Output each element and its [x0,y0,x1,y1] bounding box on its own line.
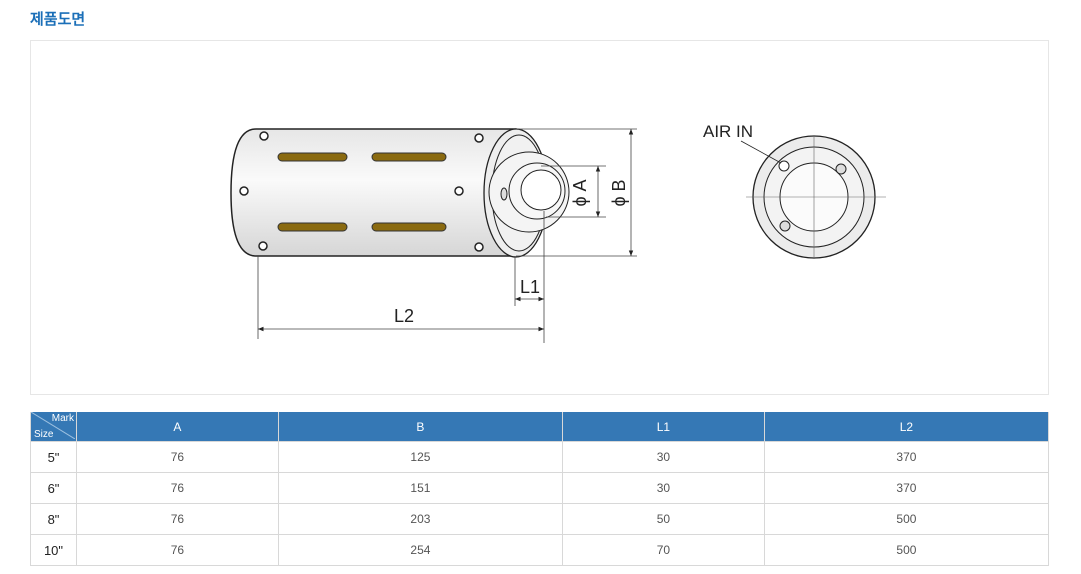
phi-a-label: ϕ A [570,179,590,206]
size-cell: 10" [30,534,77,566]
cell-b: 125 [277,441,563,473]
header-b: B [277,412,563,442]
corner-header: Mark Size [30,412,77,442]
table-row: 8" 76 203 50 500 [30,503,1050,535]
cell-l2: 370 [763,441,1050,473]
cell-a: 76 [76,472,279,504]
cell-l1: 50 [561,503,765,535]
header-a: A [76,412,279,442]
technical-drawing: AIR IN ϕ A ϕ B L1 L2 [230,122,886,343]
holes [239,131,484,252]
table-header-row: Mark Size A B L1 L2 [30,412,1050,442]
size-cell: 8" [30,503,77,535]
section-title: 제품도면 [30,11,86,28]
cell-l2: 370 [763,472,1050,504]
table-row: 6" 76 151 30 370 [30,472,1050,504]
size-cell: 5" [30,441,77,473]
cell-l1: 70 [561,534,765,566]
bore [520,169,562,211]
table-row: 10" 76 254 70 500 [30,534,1050,566]
table-row: 5" 76 125 30 370 [30,441,1050,473]
cell-l1: 30 [561,472,765,504]
l1-label: L1 [520,277,540,297]
cell-l1: 30 [561,441,765,473]
cell-b: 151 [277,472,563,504]
cylinder-body [230,128,517,257]
end-view [740,135,886,259]
mark-label: Mark [51,413,74,424]
cell-a: 76 [76,441,279,473]
cell-a: 76 [76,534,279,566]
slots [277,152,447,232]
cell-b: 203 [277,503,563,535]
cell-l2: 500 [763,503,1050,535]
size-label: Size [34,429,54,440]
cell-l2: 500 [763,534,1050,566]
size-cell: 6" [30,472,77,504]
header-l2: L2 [763,412,1050,442]
air-in-label: AIR IN [703,122,753,141]
l2-label: L2 [394,306,414,326]
cell-a: 76 [76,503,279,535]
header-l1: L1 [561,412,765,442]
phi-b-label: ϕ B [609,179,629,206]
cell-b: 254 [277,534,563,566]
product-drawing: AIR IN ϕ A ϕ B L1 L2 [30,40,1049,395]
spec-table: Mark Size A B L1 L2 5" 76 125 30 370 6" … [30,412,1050,566]
